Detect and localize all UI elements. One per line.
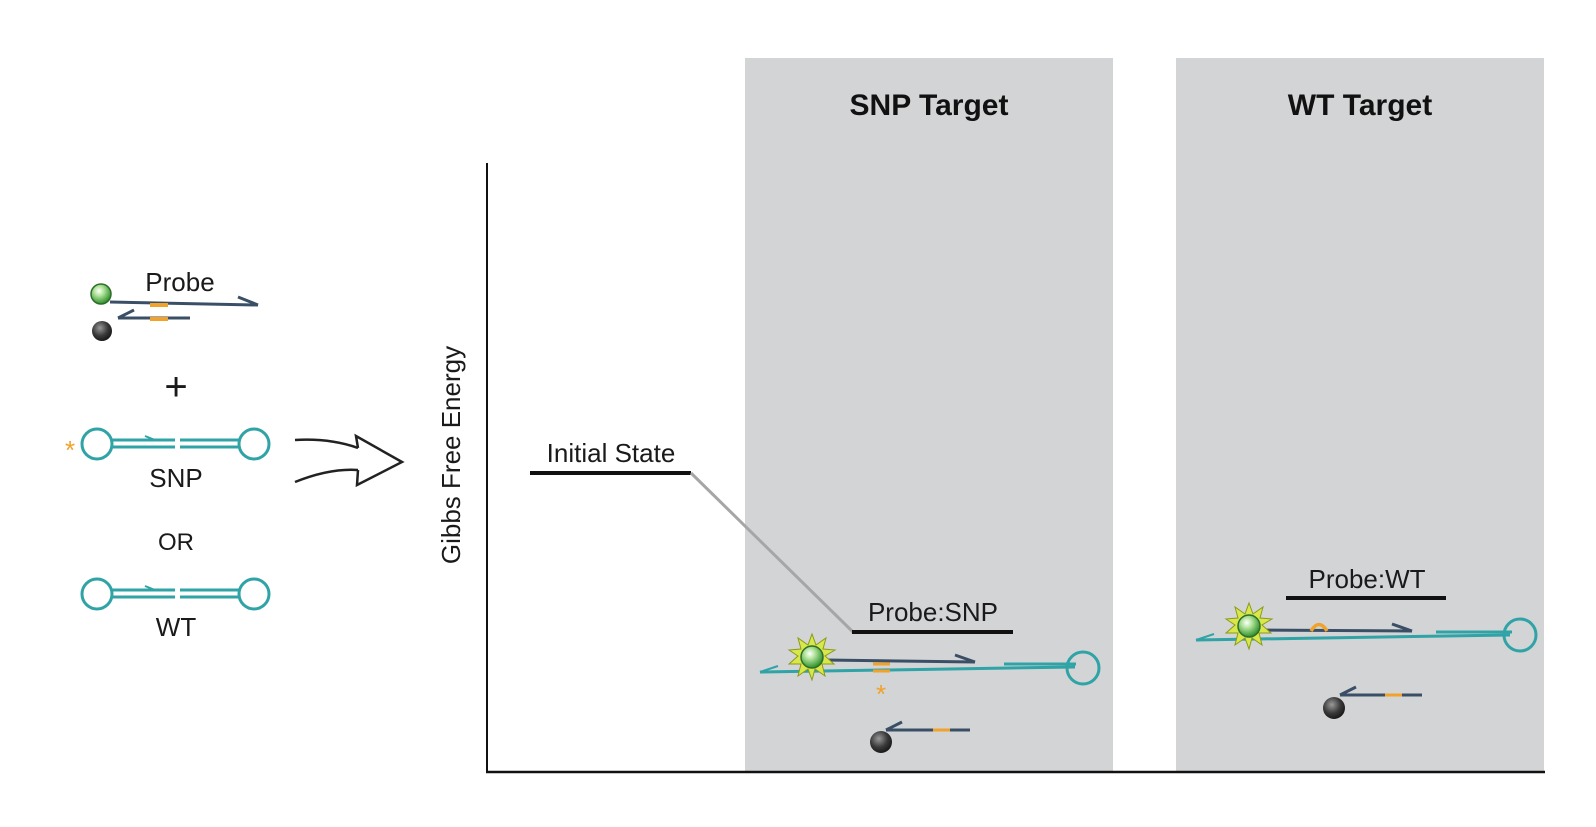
plus-sign: + bbox=[164, 365, 187, 409]
wt-target-icon bbox=[80, 577, 271, 611]
wt-label: WT bbox=[156, 612, 197, 642]
snp-target-icon bbox=[80, 427, 271, 461]
mismatch-bulge-icon bbox=[1309, 622, 1329, 632]
or-label: OR bbox=[158, 529, 194, 556]
quencher-icon bbox=[92, 321, 112, 341]
snp-target-title: SNP Target bbox=[850, 89, 1009, 122]
snp-mismatch-marker: * bbox=[876, 679, 886, 709]
fluorophore-icon bbox=[90, 283, 112, 305]
released-quencher-strand-icon bbox=[870, 720, 970, 753]
quencher-icon bbox=[870, 731, 892, 753]
probe-complex-icon bbox=[90, 283, 259, 341]
probe-label: Probe bbox=[145, 267, 214, 297]
wt-target-title: WT Target bbox=[1288, 89, 1432, 122]
quencher-icon bbox=[1323, 697, 1345, 719]
transition-line bbox=[689, 471, 855, 634]
probe-snp-complex-icon bbox=[759, 632, 1101, 686]
fluorophore-icon bbox=[800, 645, 824, 669]
probe-wt-label: Probe:WT bbox=[1308, 564, 1425, 594]
probe-wt-complex-icon bbox=[1195, 601, 1538, 653]
snp-label: SNP bbox=[149, 463, 202, 493]
wt-target-panel bbox=[1176, 58, 1544, 771]
y-axis-label: Gibbs Free Energy bbox=[436, 346, 466, 564]
released-quencher-strand-icon bbox=[1323, 685, 1422, 719]
snp-marker: * bbox=[65, 435, 75, 465]
probe-snp-label: Probe:SNP bbox=[868, 597, 998, 627]
reaction-arrow-icon bbox=[294, 433, 405, 488]
initial-state-label: Initial State bbox=[547, 438, 676, 468]
fluorophore-icon bbox=[1237, 614, 1261, 638]
